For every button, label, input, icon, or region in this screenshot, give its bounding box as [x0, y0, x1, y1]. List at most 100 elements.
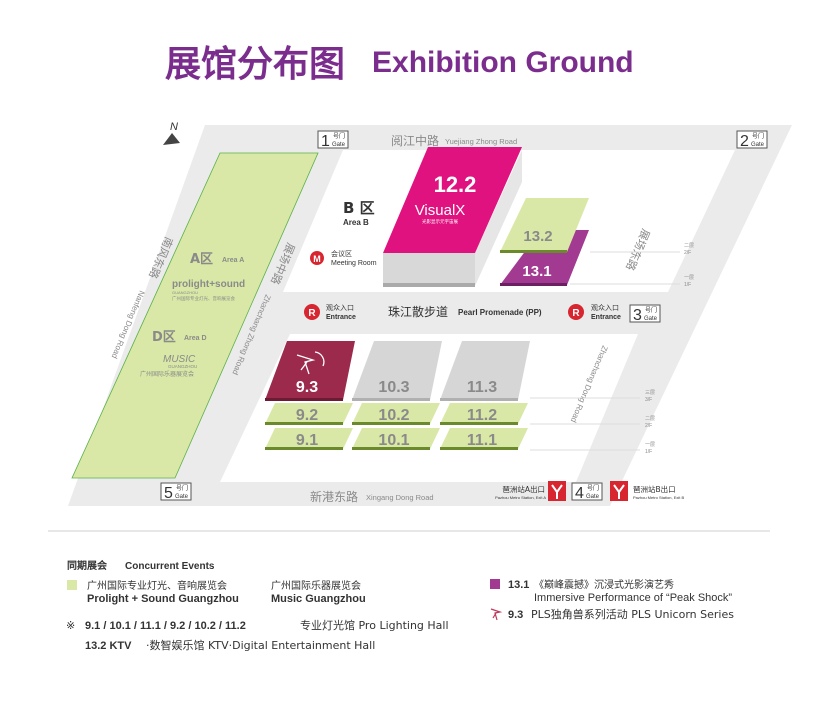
hall-10-2[interactable] [352, 403, 440, 424]
svg-text:号门: 号门 [333, 132, 345, 140]
svg-text:Meeting Room: Meeting Room [331, 260, 377, 267]
hall-12-side [475, 150, 522, 286]
hall-edge [352, 422, 430, 425]
floor-3-cn: 三层 [645, 390, 655, 396]
hall-13-1-label: 13.1 [522, 263, 551, 280]
svg-text:Gate: Gate [644, 316, 658, 322]
hall-9-1-label: 9.1 [296, 432, 318, 449]
note1-halls: 9.1 / 10.1 / 11.1 / 9.2 / 10.2 / 11.2 [85, 620, 246, 632]
gate-4[interactable]: 4 号门 Gate [571, 482, 603, 502]
area-a-d[interactable] [71, 152, 319, 479]
hall-edge [440, 398, 518, 401]
svg-text:Gate: Gate [586, 494, 600, 500]
hall-12-2[interactable] [383, 147, 522, 253]
visualx-logo: VisualX [415, 202, 466, 219]
entrance-east[interactable]: R 观众入口 Entrance [568, 304, 621, 321]
promenade-cn: 珠江散步道 [388, 304, 448, 319]
hall-11-2[interactable] [440, 403, 528, 424]
hall-9-3[interactable] [265, 341, 355, 400]
hall-edge [440, 422, 518, 425]
area-a-label: A区 [190, 252, 213, 267]
promenade-en: Pearl Promenade (PP) [458, 308, 542, 317]
legend-music-cn: 广州国际乐器展览会 [271, 579, 361, 592]
hall-10-3[interactable] [352, 341, 442, 400]
road-north-cn: 阅江中路 [391, 133, 439, 148]
entrance-west[interactable]: R 观众入口 Entrance [304, 304, 356, 321]
hall-12-1-base [383, 253, 475, 286]
area-b-label: B 区 [343, 199, 375, 217]
visualx-sub: 光影显示元宇宙展 [422, 218, 458, 225]
note-mark: ※ [66, 619, 75, 632]
floor-1-en: 1/F [684, 282, 691, 288]
hall-13-2[interactable] [500, 198, 589, 252]
note2-text: ·数智娱乐馆 KTV·Digital Entertainment Hall [146, 638, 375, 652]
svg-text:号门: 号门 [752, 132, 764, 140]
prolight-logo-sub: GUANGZHOU [172, 290, 198, 295]
metro-exit-a[interactable]: 琶洲站A出口 Pazhou Metro Station, Exit A [495, 481, 566, 501]
music-logo-cn: 广州国际乐器展览会 [140, 370, 194, 378]
metro-exit-b[interactable]: 琶洲站B出口 Pazhou Metro Station, Exit B [610, 481, 684, 501]
area-b-label-en: Area B [343, 218, 369, 227]
legend: 同期展会 Concurrent Events 广州国际专业灯光、音响展览会 Pr… [66, 559, 734, 652]
svg-text:M: M [313, 254, 321, 264]
peak-hall: 13.1 [508, 579, 529, 591]
svg-text:Gate: Gate [332, 142, 346, 148]
floor-1-cn: 一层 [645, 442, 655, 448]
legend-music-en: Music Guangzhou [271, 593, 366, 605]
svg-text:琶洲站B出口: 琶洲站B出口 [633, 484, 676, 494]
hall-11-3-label: 11.3 [467, 379, 497, 396]
music-logo: MUSIC [163, 354, 196, 365]
svg-text:观众入口: 观众入口 [591, 304, 619, 312]
title-cn: 展馆分布图 [165, 44, 345, 85]
svg-text:4: 4 [575, 485, 584, 502]
svg-text:R: R [308, 308, 316, 319]
meeting-icon [310, 251, 324, 265]
hall-edge [352, 447, 430, 450]
floor-3-en: 3/F [645, 397, 652, 403]
legend-heading-cn: 同期展会 [67, 559, 107, 572]
hall-10-2-label: 10.2 [378, 407, 409, 424]
svg-text:Pazhou Metro Station, Exit B: Pazhou Metro Station, Exit B [633, 495, 684, 500]
hall-11-1-label: 11.1 [467, 432, 497, 449]
floor-2-en: 2/F [684, 250, 691, 256]
gate-1[interactable]: 1 号门 Gate [317, 130, 349, 150]
hall-edge [352, 398, 430, 401]
floor-1-en: 1/F [645, 449, 652, 455]
hall-9-1[interactable] [265, 428, 353, 449]
floor-1-cn: 一层 [684, 275, 694, 281]
entrance-icon [304, 304, 320, 320]
hall-9-3-label: 9.3 [296, 379, 318, 396]
svg-text:号门: 号门 [176, 484, 188, 492]
meeting-room[interactable]: M 会议区 Meeting Room [310, 249, 377, 267]
svg-text:Entrance: Entrance [326, 314, 356, 321]
entrance-icon [568, 304, 584, 320]
hall-13-1-edge [500, 283, 567, 286]
road-north-en: Yuejiang Zhong Road [445, 137, 517, 146]
svg-text:号门: 号门 [587, 484, 599, 492]
hall-12-edge [383, 283, 475, 287]
legend-prolight-cn: 广州国际专业灯光、音响展览会 [87, 579, 227, 592]
hall-11-1[interactable] [440, 428, 528, 449]
hall-13-2-label: 13.2 [523, 228, 552, 245]
unicorn-text: PLS独角兽系列活动 PLS Unicorn Series [531, 607, 734, 621]
note2-halls: 13.2 KTV [85, 640, 132, 652]
svg-text:Pazhou Metro Station, Exit A: Pazhou Metro Station, Exit A [495, 495, 546, 500]
hall-9-2[interactable] [265, 403, 353, 424]
note1-text: 专业灯光馆 Pro Lighting Hall [300, 618, 449, 632]
svg-text:号门: 号门 [645, 306, 657, 314]
prolight-logo-cn: 广州国际专业灯光、音响展览会 [172, 295, 235, 302]
hall-13-2-edge [500, 250, 567, 253]
peak-cn: 《巅峰震撼》沉浸式光影演艺秀 [534, 578, 674, 591]
svg-text:观众入口: 观众入口 [326, 304, 354, 312]
hall-12-2-label: 12.2 [434, 172, 477, 197]
road-south-cn: 新港东路 [310, 489, 358, 504]
hall-10-1[interactable] [352, 428, 440, 449]
svg-text:Gate: Gate [175, 494, 189, 500]
svg-text:1: 1 [321, 133, 330, 150]
hall-11-3[interactable] [440, 341, 530, 400]
hall-edge [265, 422, 343, 425]
